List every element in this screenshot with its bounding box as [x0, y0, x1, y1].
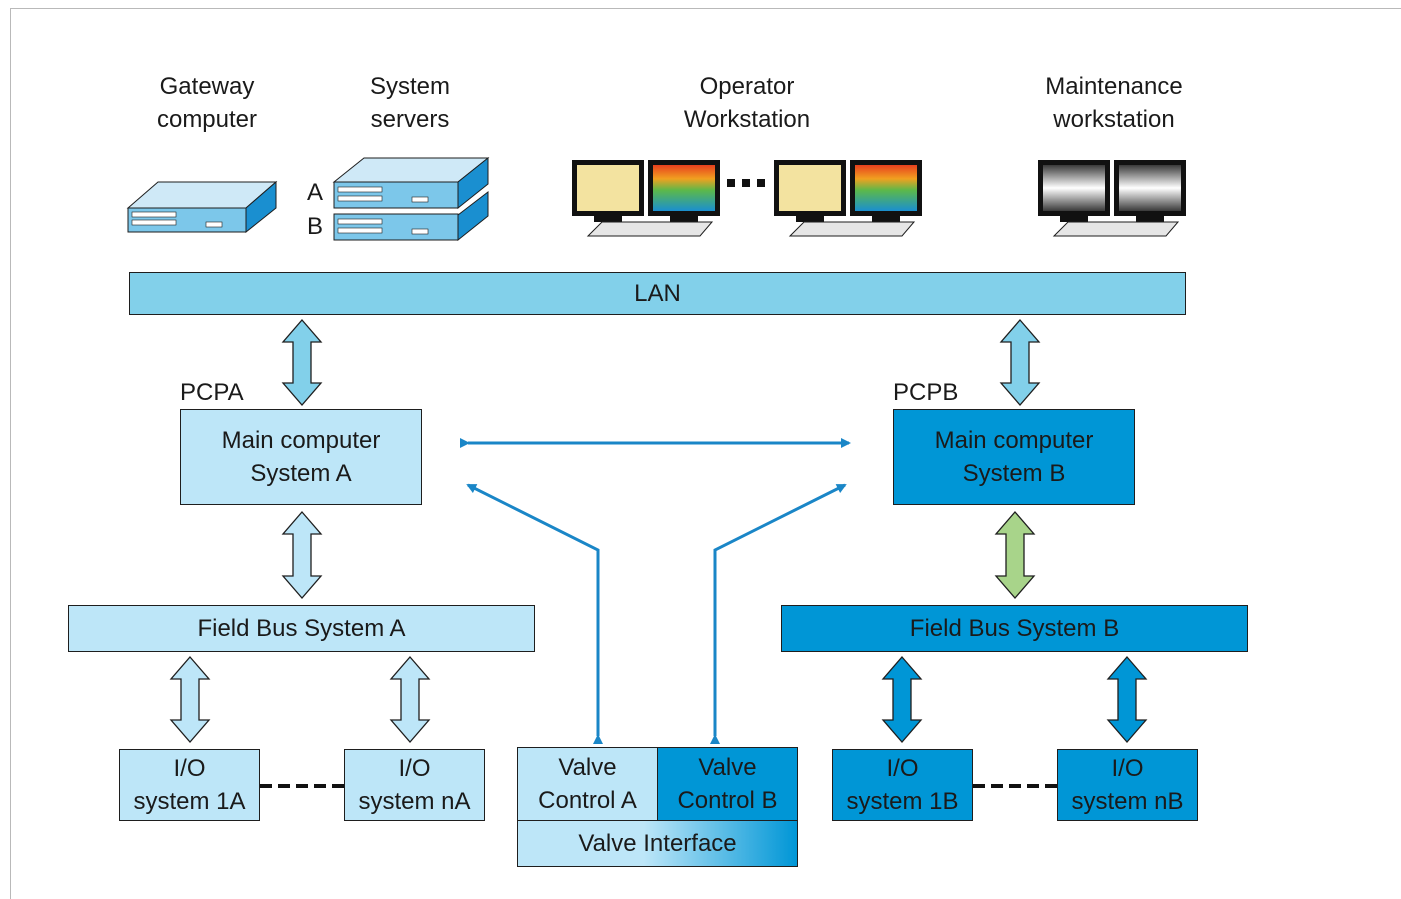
main-a-fieldbus-a-arrow	[281, 511, 323, 599]
server-a-icon	[332, 156, 490, 210]
server-a-label: A	[306, 179, 323, 206]
fieldbus-a-io-1a-arrow	[169, 656, 211, 743]
lan-main-a-arrow	[281, 319, 323, 406]
fieldbus-b-io-1b-arrow	[881, 656, 923, 743]
ellipsis-icon	[727, 179, 765, 187]
maintenance-workstation-icon	[1038, 160, 1186, 237]
server-b-label: B	[306, 213, 323, 240]
valve-a-main-a-arrow	[466, 483, 603, 744]
lan-bus: LAN	[129, 272, 1186, 315]
field-bus-b: Field Bus System B	[781, 605, 1248, 652]
main-b-fieldbus-b-arrow	[994, 511, 1036, 599]
fieldbus-a-io-na-arrow	[389, 656, 431, 743]
lan-label: LAN	[634, 280, 681, 307]
pcpb-label: PCPB	[893, 379, 959, 406]
fieldbus-b-io-nb-arrow	[1106, 656, 1148, 743]
valve-interface: Valve Interface	[517, 820, 798, 867]
gateway-computer-icon	[126, 180, 278, 234]
operator-workstation-icon	[774, 160, 922, 237]
field-bus-a: Field Bus System A	[68, 605, 535, 652]
diagram-frame	[10, 8, 1401, 899]
valve-b-main-b-arrow	[710, 483, 847, 744]
server-b-icon	[333, 190, 489, 242]
operator-workstation-icon	[572, 160, 720, 237]
pcpa-label: PCPA	[180, 379, 244, 406]
lan-main-b-arrow	[999, 319, 1041, 406]
